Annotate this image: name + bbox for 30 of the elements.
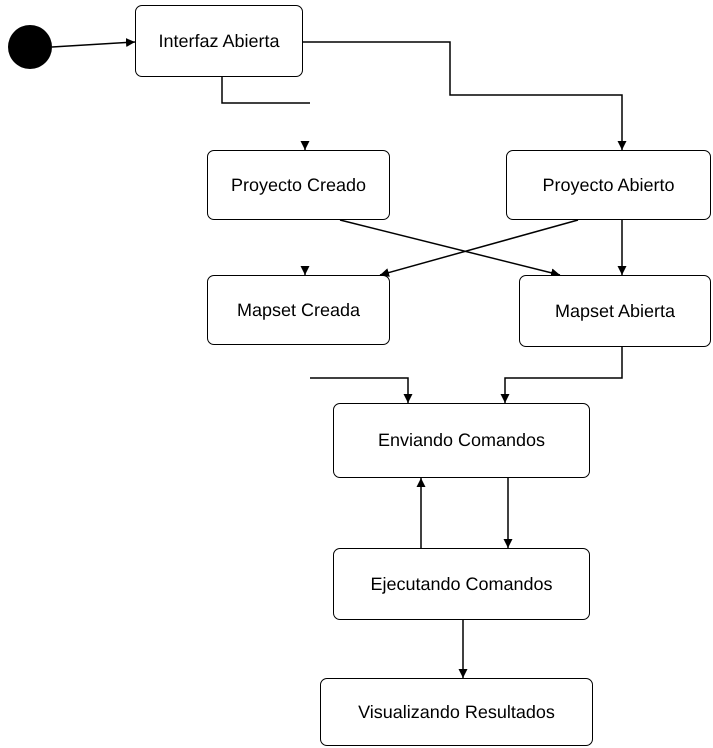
state-label: Visualizando Resultados: [358, 702, 555, 722]
arrow: [416, 478, 426, 548]
state-box: [333, 403, 590, 478]
start-circle: [8, 25, 52, 69]
state-label: Ejecutando Comandos: [370, 574, 553, 594]
arrow: [300, 141, 310, 150]
state-box: [506, 150, 711, 220]
arrow: [303, 41, 626, 150]
state-box: [135, 5, 303, 77]
arrow: [458, 620, 468, 678]
state-label: Proyecto Creado: [230, 174, 366, 196]
state-label: Enviando Comandos: [378, 430, 546, 451]
state-box: [207, 150, 390, 220]
state-box: [333, 548, 590, 620]
arrow: [380, 219, 578, 277]
state-box: [207, 275, 390, 345]
state-label: Interfaz Abierta: [158, 30, 280, 52]
arrow: [500, 347, 623, 403]
connector-line: [221, 77, 310, 104]
arrow: [618, 220, 626, 275]
state-box: [320, 678, 593, 746]
arrow: [310, 377, 412, 403]
arrow: [52, 38, 136, 48]
state-label: Proyecto Abierto: [542, 174, 675, 196]
state-label: Mapset Creada: [236, 300, 360, 320]
arrow: [504, 478, 512, 548]
state-box: [519, 275, 711, 347]
state-label: Mapset Abierta: [554, 300, 676, 322]
arrow: [340, 219, 560, 278]
arrow: [300, 266, 310, 275]
